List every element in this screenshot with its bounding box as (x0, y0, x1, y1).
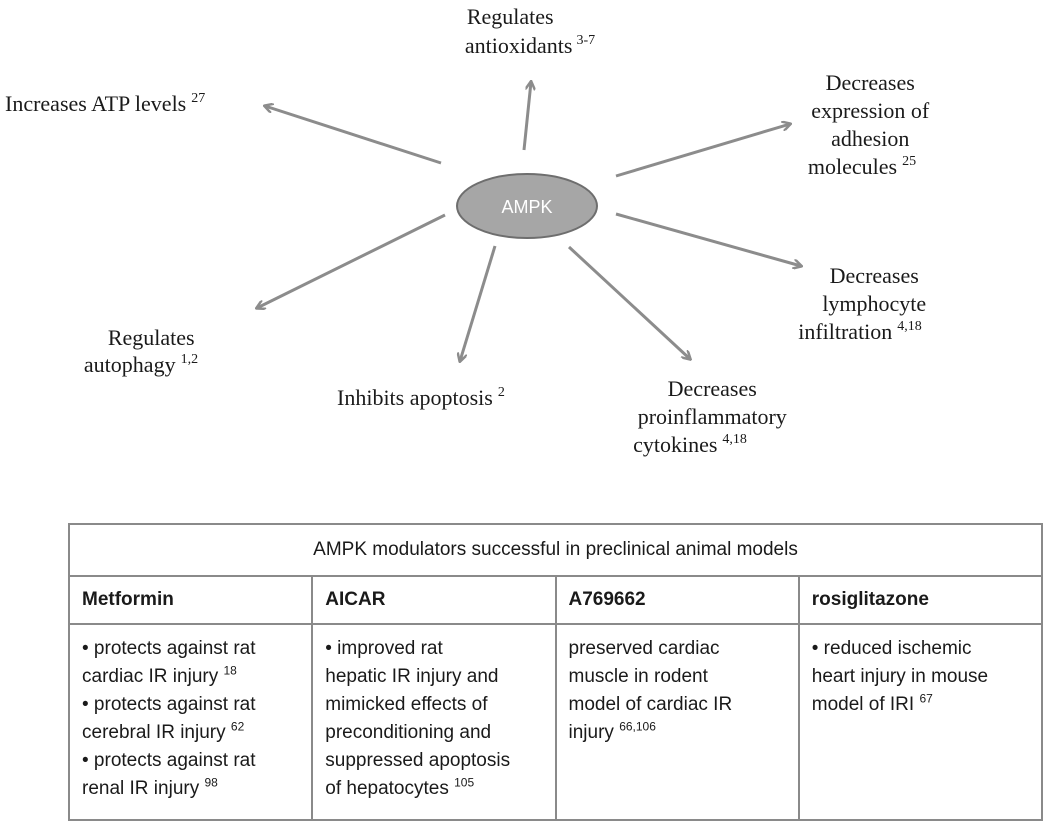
reference-superscript: 67 (919, 691, 933, 706)
cell-line: mimicked effects of (325, 691, 542, 719)
cell-line-text: • protects against rat (82, 694, 256, 715)
reference-superscript: 98 (204, 775, 218, 790)
cell-line-text: • protects against rat (82, 750, 256, 771)
column-header-a769662: A769662 (554, 575, 800, 625)
cell-line-text: cardiac IR injury (82, 666, 224, 687)
reference-superscript: 105 (454, 775, 475, 790)
cell-line-text: suppressed apoptosis (325, 750, 511, 771)
cell-line-text: renal IR injury (82, 778, 205, 799)
cell-a769662: preserved cardiac muscle in rodent model o… (554, 623, 800, 821)
column-header-metformin: Metformin (67, 575, 314, 625)
cell-line: • improved rat (325, 635, 542, 663)
cell-line-text: injury (568, 722, 620, 743)
cell-line: • protects against rat (82, 747, 299, 775)
ampk-node: AMPK (456, 173, 598, 239)
cell-line: muscle in rodent (569, 663, 786, 691)
arrow-lymphocyte (615, 212, 801, 266)
arrows (257, 82, 801, 361)
cell-line: injury 66,106 (569, 719, 786, 747)
cell-line-text: of hepatocytes (325, 778, 455, 799)
cell-line: of hepatocytes 105 (325, 775, 542, 803)
cell-line: model of cardiac IR (569, 691, 786, 719)
reference-superscript: 62 (230, 719, 245, 734)
cell-line-text: • reduced ischemic (811, 638, 972, 659)
cell-line-text: model of IRI (811, 694, 920, 715)
cell-line-text: preconditioning and (325, 722, 492, 743)
cell-metformin: • protects against rat cardiac IR injury … (67, 623, 314, 821)
column-header-aicar: AICAR (311, 575, 557, 625)
cell-line: model of IRI 67 (812, 691, 1029, 719)
cell-line-text: muscle in rodent (568, 666, 708, 687)
cell-line-text: model of cardiac IR (568, 694, 733, 715)
cell-line: preconditioning and (325, 719, 542, 747)
cell-line: preserved cardiac (569, 635, 786, 663)
cell-line-text: mimicked effects of (325, 694, 488, 715)
arrow-cytokines (567, 245, 690, 359)
arrow-atp (265, 106, 442, 165)
table-body-row: • protects against rat cardiac IR injury … (67, 623, 1044, 821)
cell-line: hepatic IR injury and (325, 663, 542, 691)
cell-line-text: preserved cardiac (568, 638, 720, 659)
cell-line: cerebral IR injury 62 (82, 719, 299, 747)
column-header-rosiglitazone: rosiglitazone (797, 575, 1044, 625)
arrow-antioxidants (522, 82, 531, 151)
table-title: AMPK modulators successful in preclinica… (68, 523, 1043, 577)
cell-line-text: heart injury in mouse (811, 666, 989, 687)
table-header-row: Metformin AICAR A769662 rosiglitazone (67, 575, 1044, 625)
arrow-autophagy (257, 213, 446, 308)
cell-line-text: hepatic IR injury and (325, 666, 499, 687)
arrow-adhesion (615, 124, 790, 178)
ampk-label: AMPK (501, 197, 552, 217)
reference-superscript: 18 (223, 663, 237, 678)
cell-line-text: cerebral IR injury (82, 722, 231, 743)
cell-line-text: • protects against rat (82, 638, 256, 659)
cell-aicar: • improved rat hepatic IR injury and mimic… (311, 623, 557, 821)
cell-line: • protects against rat (82, 691, 299, 719)
cell-line: • reduced ischemic (812, 635, 1029, 663)
reference-superscript: 66,106 (619, 719, 656, 734)
cell-rosiglitazone: • reduced ischemic heart injury in mouse m… (797, 623, 1044, 821)
cell-line: suppressed apoptosis (325, 747, 542, 775)
effect-adhesion: Decreases expression of adhesion molecul… (808, 70, 935, 179)
cell-line: renal IR injury 98 (82, 775, 299, 803)
cell-line: • protects against rat (82, 635, 299, 663)
modulators-table: AMPK modulators successful in preclinica… (67, 523, 1044, 821)
cell-line-text: • improved rat (325, 638, 443, 659)
cell-line: heart injury in mouse (812, 663, 1029, 691)
arrow-apoptosis (460, 245, 497, 361)
cell-line: cardiac IR injury 18 (82, 663, 299, 691)
